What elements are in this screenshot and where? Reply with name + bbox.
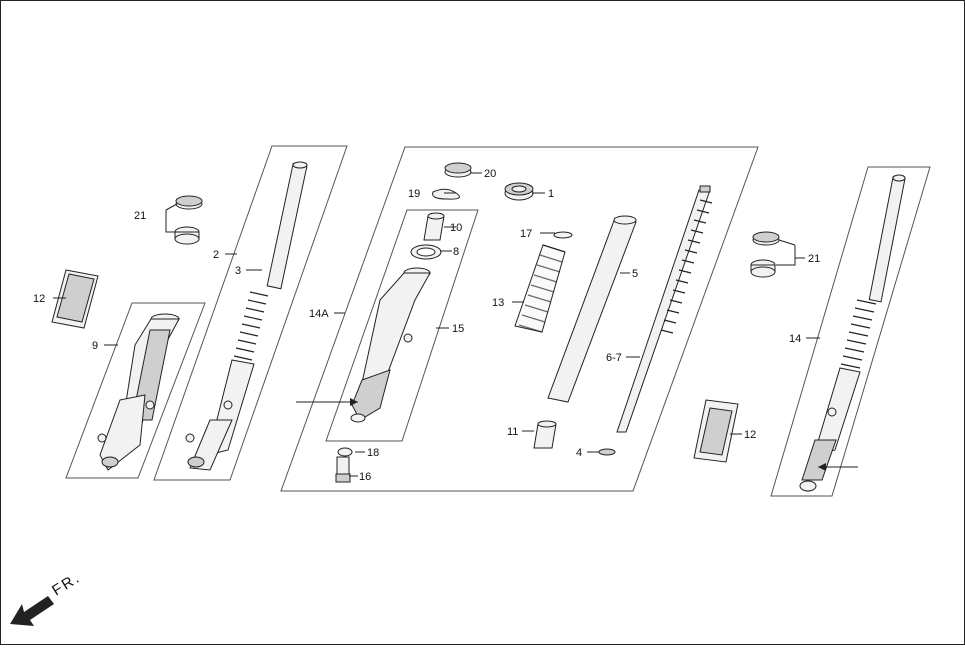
part-12-guard-left	[51, 269, 99, 329]
label-1: 1	[548, 188, 554, 200]
part-5-inner-tube	[547, 215, 637, 403]
part-13-dust-boot	[514, 244, 566, 333]
part-20-cap	[444, 162, 472, 178]
part-21-seals-left	[174, 195, 203, 245]
frame-internal-parts	[280, 146, 759, 492]
front-label: FR.	[49, 569, 84, 599]
part-6-7-damper-spring	[616, 185, 713, 433]
part-10-bushing	[423, 212, 445, 241]
part-16-bolt	[335, 456, 351, 483]
part-1-oil-seal	[504, 182, 534, 201]
label-6-7: 6-7	[606, 352, 622, 364]
front-arrow-icon	[10, 596, 54, 626]
frame-outer-tube-15	[325, 209, 479, 442]
part-9-fork-assembly	[97, 313, 180, 471]
label-2: 2	[213, 249, 219, 261]
label-9: 9	[92, 340, 98, 352]
label-19: 19	[408, 188, 420, 200]
label-18: 18	[367, 447, 379, 459]
part-11-bushing	[533, 420, 557, 449]
front-direction-indicator: FR.	[10, 569, 84, 626]
label-17: 17	[520, 228, 532, 240]
part-21-seals-right	[750, 231, 780, 278]
part-2-fork-assembly	[185, 161, 308, 471]
part-14-fork-assembly	[799, 174, 906, 492]
label-21-left: 21	[134, 210, 146, 222]
part-18-washer	[337, 447, 353, 457]
part-15-outer-tube	[350, 267, 431, 423]
label-10: 10	[450, 222, 462, 234]
label-12-left: 12	[33, 293, 45, 305]
label-8: 8	[453, 246, 459, 258]
label-5: 5	[632, 268, 638, 280]
leader-lines	[53, 172, 858, 477]
part-4-nut	[598, 448, 616, 456]
part-17-clamp	[553, 231, 573, 239]
frame-fork-9	[65, 302, 206, 479]
label-3: 3	[235, 265, 241, 277]
label-4: 4	[576, 447, 582, 459]
frame-fork-2	[153, 145, 348, 481]
label-14: 14	[789, 333, 801, 345]
label-12-right: 12	[744, 429, 756, 441]
part-19-circlip	[432, 188, 460, 200]
part-8-washer	[410, 244, 442, 260]
label-21-right: 21	[808, 253, 820, 265]
label-20: 20	[484, 168, 496, 180]
label-15: 15	[452, 323, 464, 335]
label-11: 11	[507, 426, 518, 438]
label-16: 16	[359, 471, 371, 483]
label-13: 13	[492, 297, 504, 309]
label-14a: 14A	[309, 308, 329, 320]
part-12-guard-right	[693, 399, 739, 463]
frame-fork-14	[770, 166, 931, 497]
